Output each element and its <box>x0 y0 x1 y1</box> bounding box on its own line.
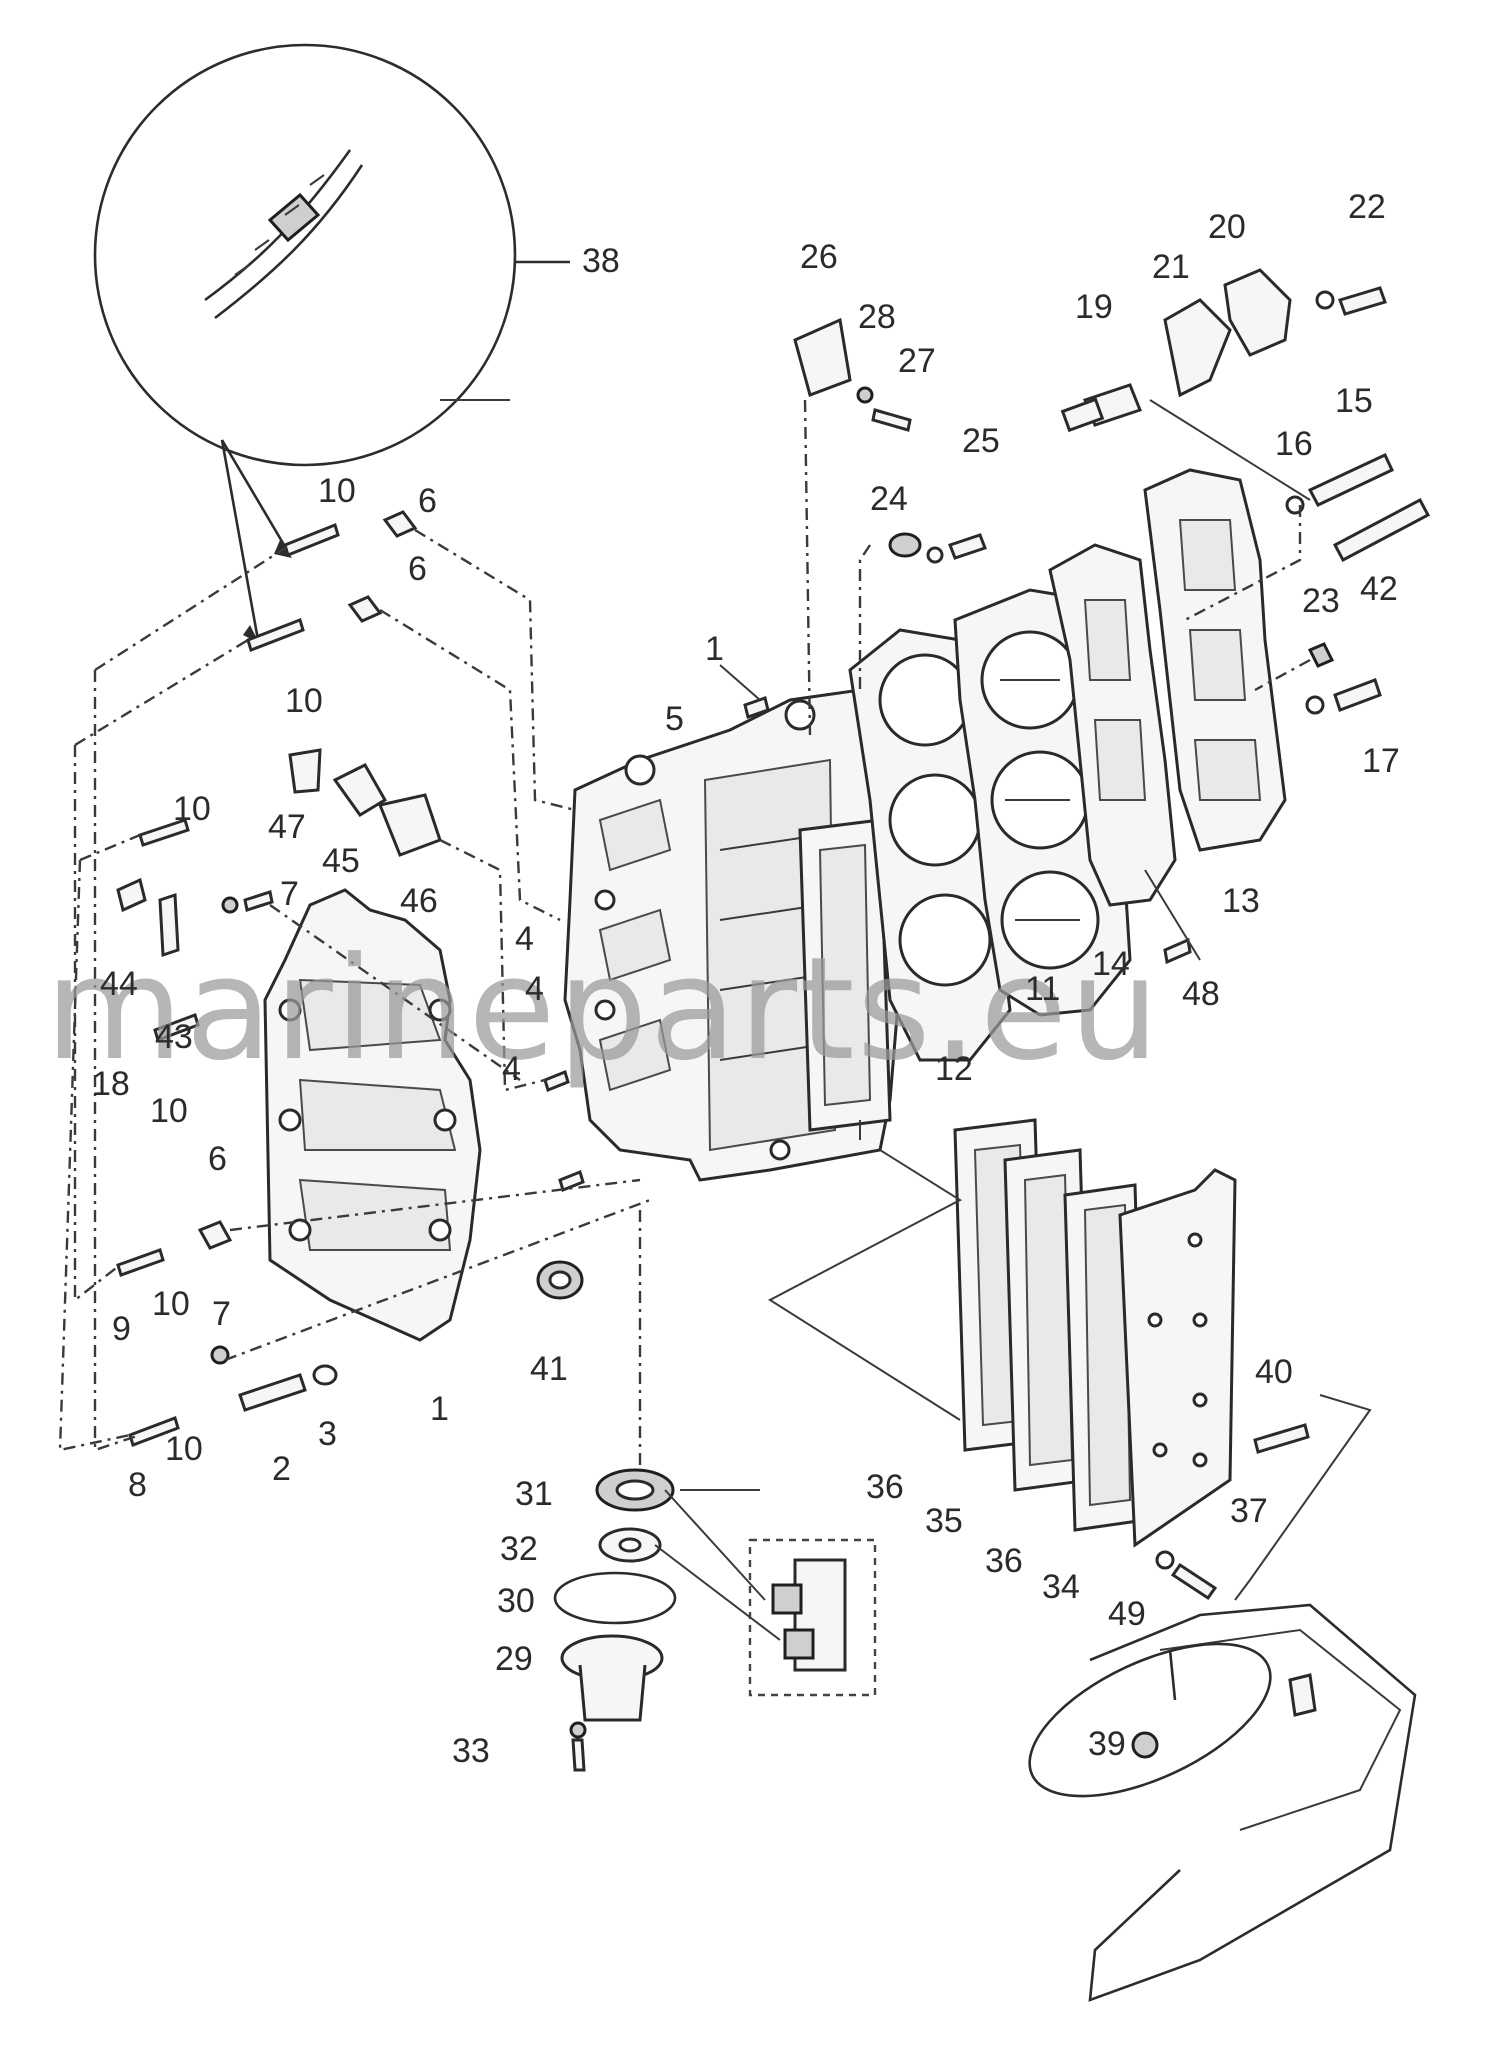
label-29: 29 <box>495 1640 533 1678</box>
label-3: 3 <box>318 1415 337 1453</box>
label-17: 17 <box>1362 742 1400 780</box>
label-25: 25 <box>962 422 1000 460</box>
head-cover-gasket <box>1048 543 1177 907</box>
detail-circle-38 <box>93 43 570 643</box>
label-33: 33 <box>452 1732 490 1770</box>
label-12: 12 <box>935 1050 973 1088</box>
label-42: 42 <box>1360 570 1398 608</box>
label-14: 14 <box>1092 945 1130 983</box>
label-8: 8 <box>128 1466 147 1504</box>
label-10-b: 10 <box>285 682 323 720</box>
part-labels: 1 1 2 3 4 4 4 5 6 6 6 7 7 8 9 10 10 10 1… <box>92 188 1400 1770</box>
label-22: 22 <box>1348 188 1386 226</box>
label-10-d: 10 <box>150 1092 188 1130</box>
label-32: 32 <box>500 1530 538 1568</box>
label-49: 49 <box>1108 1595 1146 1633</box>
label-16: 16 <box>1275 425 1313 463</box>
label-46: 46 <box>400 882 438 920</box>
label-24: 24 <box>870 480 908 518</box>
label-43: 43 <box>155 1018 193 1056</box>
label-28: 28 <box>858 298 896 336</box>
label-31: 31 <box>515 1475 553 1513</box>
head-cover <box>1143 468 1287 852</box>
label-2: 2 <box>272 1450 291 1488</box>
label-38: 38 <box>582 242 620 280</box>
label-10-e: 10 <box>152 1285 190 1323</box>
label-13: 13 <box>1222 882 1260 920</box>
label-37: 37 <box>1230 1492 1268 1530</box>
label-44: 44 <box>100 965 138 1003</box>
label-39: 39 <box>1088 1725 1126 1763</box>
label-48: 48 <box>1182 975 1220 1013</box>
label-4-top: 4 <box>515 920 534 958</box>
label-15: 15 <box>1335 382 1373 420</box>
label-26: 26 <box>800 238 838 276</box>
label-18: 18 <box>92 1065 130 1103</box>
label-36-b: 36 <box>985 1542 1023 1580</box>
label-1-top: 1 <box>705 630 724 668</box>
fasteners <box>116 317 1431 1447</box>
label-9: 9 <box>112 1310 131 1348</box>
crankcase-left-half <box>263 888 482 1342</box>
label-23: 23 <box>1302 582 1340 620</box>
label-27: 27 <box>898 342 936 380</box>
label-21: 21 <box>1152 248 1190 286</box>
label-6-low: 6 <box>208 1140 227 1178</box>
label-34: 34 <box>1042 1568 1080 1606</box>
label-47: 47 <box>268 808 306 846</box>
label-11: 11 <box>1025 970 1060 1008</box>
label-4-low: 4 <box>502 1050 521 1088</box>
label-6-top: 6 <box>418 482 437 520</box>
label-10-a: 10 <box>318 472 356 510</box>
label-40: 40 <box>1255 1353 1293 1391</box>
label-5: 5 <box>665 700 684 738</box>
label-35: 35 <box>925 1502 963 1540</box>
label-30: 30 <box>497 1582 535 1620</box>
lower-bearing-housing <box>553 1468 877 1772</box>
label-45: 45 <box>322 842 360 880</box>
label-7-top: 7 <box>280 875 299 913</box>
watermark-text: marineparts.eu <box>45 927 1161 1092</box>
label-1-bottom: 1 <box>430 1390 449 1428</box>
label-19: 19 <box>1075 288 1113 326</box>
label-20: 20 <box>1208 208 1246 246</box>
label-4-mid: 4 <box>525 970 544 1008</box>
label-41: 41 <box>530 1350 568 1388</box>
label-6-mid: 6 <box>408 550 427 588</box>
exhaust-cover-plates <box>953 1118 1310 1601</box>
callout-ticks <box>440 399 861 1491</box>
bottom-cowling <box>1028 1603 1417 2002</box>
label-10-c: 10 <box>173 790 211 828</box>
label-7-bottom: 7 <box>212 1295 231 1333</box>
thermostat-assembly <box>1060 268 1387 501</box>
cylinder-block <box>563 688 902 1182</box>
label-10-f: 10 <box>165 1430 203 1468</box>
leader-lines <box>58 399 1372 1641</box>
label-36-a: 36 <box>866 1468 904 1506</box>
